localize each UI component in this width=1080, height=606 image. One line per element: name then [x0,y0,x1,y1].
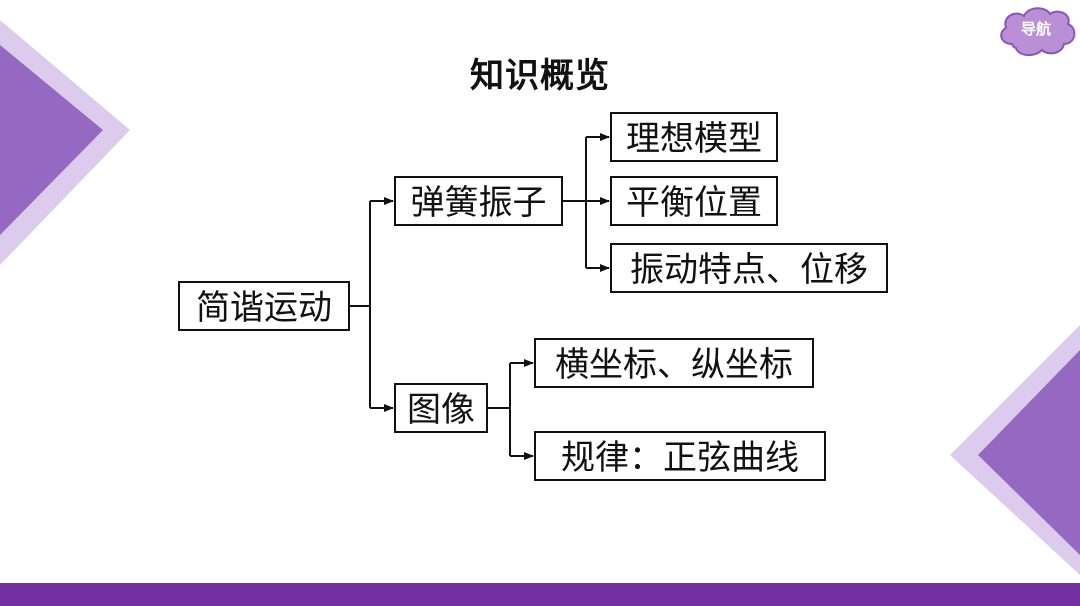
node-child-ideal-model: 理想模型 [610,112,778,162]
node-child-sine-law: 规律：正弦曲线 [534,431,826,481]
right-triangle-dark [978,350,1080,555]
cloud-icon [1000,7,1076,56]
bottom-accent-bar [0,583,1080,606]
node-child-axes: 横坐标、纵坐标 [534,338,814,388]
page-title: 知识概览 [470,56,610,96]
node-branch-graph: 图像 [394,383,488,433]
node-branch-spring-oscillator: 弹簧振子 [394,176,563,226]
left-triangle-dark [0,45,103,235]
nav-button[interactable]: 导航 [998,4,1080,58]
node-child-equilibrium: 平衡位置 [610,176,778,226]
nav-label: 导航 [1020,20,1051,38]
node-child-vibration-features: 振动特点、位移 [610,243,888,293]
node-root: 简谐运动 [178,281,350,331]
